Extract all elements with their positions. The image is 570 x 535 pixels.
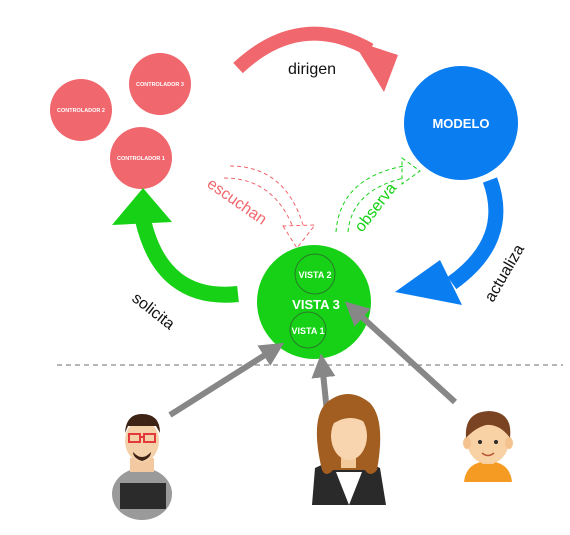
vista-2-label: VISTA 2 <box>298 270 331 280</box>
solicita-arrow <box>112 188 239 303</box>
vista-1-label: VISTA 1 <box>291 326 324 336</box>
controlador-2-node: CONTROLADOR 2 <box>50 79 112 141</box>
escuchan-label: escuchan <box>204 175 270 228</box>
vista-1-node: VISTA 1 <box>289 311 327 349</box>
escuchan-arrow <box>223 165 317 249</box>
controlador-1-node: CONTROLADOR 1 <box>110 127 172 189</box>
observa-label: observa <box>352 180 401 235</box>
controlador-3-label: CONTROLADOR 3 <box>136 82 184 88</box>
observa-arrow <box>335 157 421 233</box>
vista-3-label: VISTA 3 <box>292 297 340 312</box>
controlador-1-label: CONTROLADOR 1 <box>117 156 165 162</box>
boy-avatar-icon <box>463 411 513 482</box>
modelo-label: MODELO <box>432 116 489 131</box>
woman-avatar-icon <box>312 394 386 505</box>
controlador-2-label: CONTROLADOR 2 <box>57 108 105 114</box>
developer-avatar-icon <box>112 414 172 520</box>
modelo-node: MODELO <box>404 66 518 180</box>
controlador-3-node: CONTROLADOR 3 <box>129 53 191 115</box>
actualiza-arrow <box>395 177 504 305</box>
dirigen-label: dirigen <box>288 61 336 78</box>
vista-3-node: VISTA 3 <box>257 245 371 359</box>
user-right-arrow <box>344 301 458 405</box>
vista-2-node: VISTA 2 <box>294 253 336 295</box>
solicita-label: solicita <box>129 290 178 334</box>
user-left-arrow <box>168 342 285 418</box>
dirigen-arrow <box>233 26 398 92</box>
